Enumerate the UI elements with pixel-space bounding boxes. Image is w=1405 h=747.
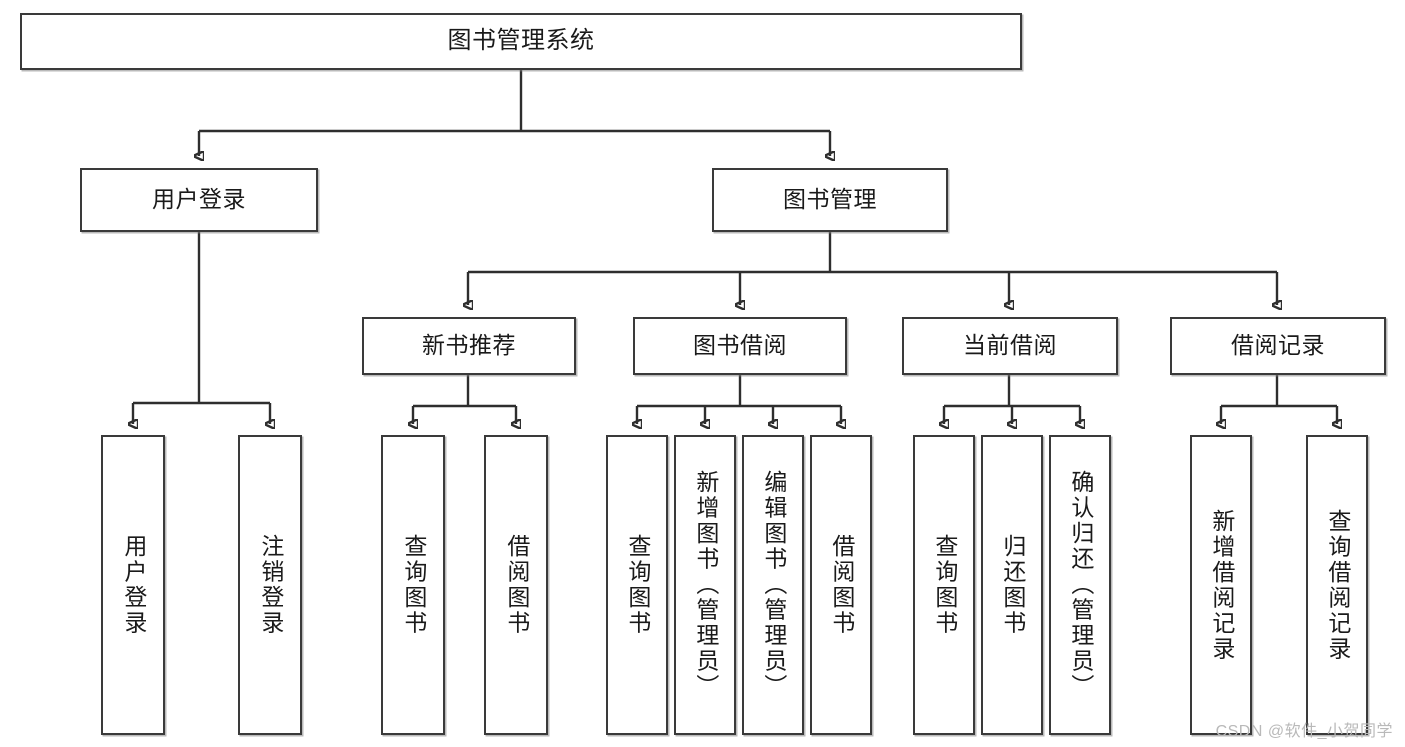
- leaf-edit-book[interactable]: 编辑图书（管理员）: [742, 435, 804, 735]
- leaf-add-book-label: 新增图书（管理员）: [692, 470, 719, 700]
- leaf-borrow-book-2[interactable]: 借阅图书: [810, 435, 872, 735]
- node-book-borrow-label: 图书借阅: [693, 332, 787, 359]
- node-current-borrow-label: 当前借阅: [963, 332, 1057, 359]
- leaf-query-record-label: 查询借阅记录: [1324, 508, 1351, 662]
- node-borrow-record[interactable]: 借阅记录: [1170, 317, 1386, 375]
- leaf-query-record[interactable]: 查询借阅记录: [1306, 435, 1368, 735]
- watermark: CSDN @软件_小贺同学: [1215, 723, 1393, 740]
- leaf-query-book-1-label: 查询图书: [400, 534, 427, 636]
- leaf-add-book[interactable]: 新增图书（管理员）: [674, 435, 736, 735]
- leaf-user-login[interactable]: 用户登录: [101, 435, 165, 735]
- leaf-borrow-book-2-label: 借阅图书: [828, 534, 855, 636]
- leaf-borrow-book-1-label: 借阅图书: [503, 534, 530, 636]
- leaf-return-book[interactable]: 归还图书: [981, 435, 1043, 735]
- leaf-query-book-1[interactable]: 查询图书: [381, 435, 445, 735]
- node-book-management-label: 图书管理: [783, 186, 877, 213]
- leaf-add-record-label: 新增借阅记录: [1208, 508, 1235, 662]
- leaf-edit-book-label: 编辑图书（管理员）: [760, 470, 787, 700]
- node-book-borrow[interactable]: 图书借阅: [633, 317, 847, 375]
- leaf-borrow-book-1[interactable]: 借阅图书: [484, 435, 548, 735]
- leaf-query-book-3-label: 查询图书: [931, 534, 958, 636]
- node-user-login[interactable]: 用户登录: [80, 168, 318, 232]
- node-new-book-recommend-label: 新书推荐: [422, 332, 516, 359]
- leaf-logout-login[interactable]: 注销登录: [238, 435, 302, 735]
- leaf-confirm-return[interactable]: 确认归还（管理员）: [1049, 435, 1111, 735]
- leaf-logout-login-label: 注销登录: [257, 534, 284, 636]
- node-new-book-recommend[interactable]: 新书推荐: [362, 317, 576, 375]
- node-root-label: 图书管理系统: [447, 27, 595, 55]
- leaf-return-book-label: 归还图书: [999, 534, 1026, 636]
- leaf-user-login-label: 用户登录: [120, 534, 147, 636]
- leaf-query-book-3[interactable]: 查询图书: [913, 435, 975, 735]
- node-root[interactable]: 图书管理系统: [20, 13, 1022, 70]
- node-current-borrow[interactable]: 当前借阅: [902, 317, 1118, 375]
- leaf-confirm-return-label: 确认归还（管理员）: [1067, 470, 1094, 700]
- node-book-management[interactable]: 图书管理: [712, 168, 948, 232]
- node-borrow-record-label: 借阅记录: [1231, 332, 1325, 359]
- leaf-query-book-2-label: 查询图书: [624, 534, 651, 636]
- node-user-login-label: 用户登录: [152, 186, 246, 213]
- leaf-query-book-2[interactable]: 查询图书: [606, 435, 668, 735]
- leaf-add-record[interactable]: 新增借阅记录: [1190, 435, 1252, 735]
